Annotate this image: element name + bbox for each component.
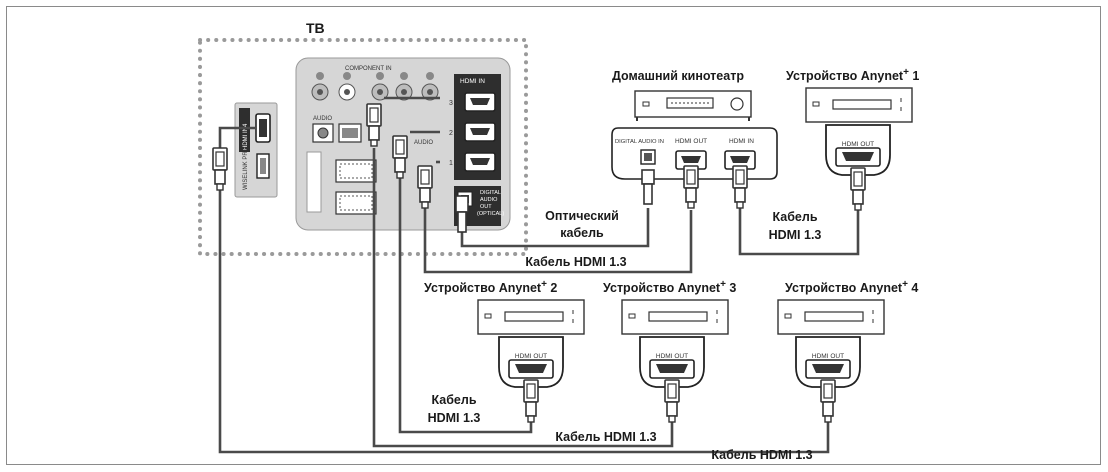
tv-title: ТВ xyxy=(306,20,325,36)
cable-side-hdmi-stub xyxy=(218,126,256,150)
plug-ht-hdmi-out xyxy=(683,165,699,209)
audio-label: AUDIO xyxy=(313,116,332,122)
plug-anynet4 xyxy=(820,379,836,423)
hdmi-cable-label-ht-out: Кабель HDMI 1.3 xyxy=(525,255,626,269)
hdmi-in-3-port xyxy=(464,92,496,112)
hdmi-in4-label: HDMI IN4 xyxy=(243,123,249,150)
anynet3-port-label: HDMI OUT xyxy=(656,353,688,360)
hdmi-port-num-2: 2 xyxy=(449,130,453,137)
hdmi-port-num-3: 3 xyxy=(449,100,453,107)
anynet4-port-label: HDMI OUT xyxy=(812,353,844,360)
cable-anynet1 xyxy=(738,208,860,256)
plug-optical-ht xyxy=(641,169,655,205)
plug-optical-tv xyxy=(455,195,469,233)
optical-label-1: DIGITAL xyxy=(480,190,501,196)
plug-hdmi3 xyxy=(366,103,382,147)
optical-label-4: (OPTICAL) xyxy=(477,211,504,217)
optical-cable-label-1: Оптический xyxy=(545,209,619,223)
ht-hdmi-in-label: HDMI IN xyxy=(729,138,754,145)
hdmi-in-2-port xyxy=(464,122,496,142)
plug-ht-hdmi-in xyxy=(732,165,748,209)
ht-digital-audio-in-label: DIGITAL AUDIO IN xyxy=(615,139,664,145)
anynet4-device xyxy=(777,299,885,335)
plug-anynet2 xyxy=(523,379,539,423)
home-theater-device xyxy=(634,90,752,121)
component-in-label: COMPONENT IN xyxy=(345,66,392,72)
anynet4-title: Устройство Anynet+ 4 xyxy=(785,279,918,295)
wiselink-label: WISELINK PRO xyxy=(243,146,249,190)
hdmi-in-1-port xyxy=(464,152,496,172)
pc-audio-label: AUDIO xyxy=(414,140,433,146)
tv-side-panel: HDMI IN4 WISELINK PRO xyxy=(234,102,278,198)
hdmi-cable-label-anynet2-2: HDMI 1.3 xyxy=(428,411,481,425)
optical-label-3: OUT xyxy=(480,204,492,210)
hdmi-cable-label-anynet3: Кабель HDMI 1.3 xyxy=(555,430,656,444)
hdmi-in-label: HDMI IN xyxy=(460,78,485,85)
anynet2-port-label: HDMI OUT xyxy=(515,353,547,360)
hdmi-cable-label-ht-2: HDMI 1.3 xyxy=(769,228,822,242)
plug-anynet3 xyxy=(664,379,680,423)
cable-hometheater-hdmi-out xyxy=(423,198,693,274)
hdmi-cable-label-anynet4: Кабель HDMI 1.3 xyxy=(711,448,812,462)
hdmi-cable-label-ht-1: Кабель xyxy=(772,210,817,224)
hdmi-port-num-1: 1 xyxy=(449,160,453,167)
optical-label-2: AUDIO xyxy=(480,197,498,203)
anynet1-port-label: HDMI OUT xyxy=(842,141,874,148)
cable-optical xyxy=(460,208,650,248)
plug-anynet1 xyxy=(850,167,866,211)
cables xyxy=(218,96,860,454)
cable-anynet4 xyxy=(218,190,830,454)
anynet2-title: Устройство Anynet+ 2 xyxy=(424,279,557,295)
anynet2-device xyxy=(477,299,585,335)
plug-hdmi1 xyxy=(417,165,433,209)
home-theater-title: Домашний кинотеатр xyxy=(612,69,744,83)
ht-hdmi-out-label: HDMI OUT xyxy=(675,138,707,145)
plug-hdmi2 xyxy=(392,135,408,179)
anynet3-title: Устройство Anynet+ 3 xyxy=(603,279,736,295)
hdmi-cable-label-anynet2-1: Кабель xyxy=(431,393,476,407)
optical-cable-label-2: кабель xyxy=(560,226,604,240)
anynet1-device xyxy=(805,87,913,123)
tv-dotted-outline xyxy=(198,38,528,256)
diagram-frame xyxy=(6,6,1101,465)
cable-anynet3 xyxy=(372,148,674,448)
plug-side-hdmi xyxy=(212,147,228,191)
anynet1-title: Устройство Anynet+ 1 xyxy=(786,67,919,83)
anynet3-device xyxy=(621,299,729,335)
